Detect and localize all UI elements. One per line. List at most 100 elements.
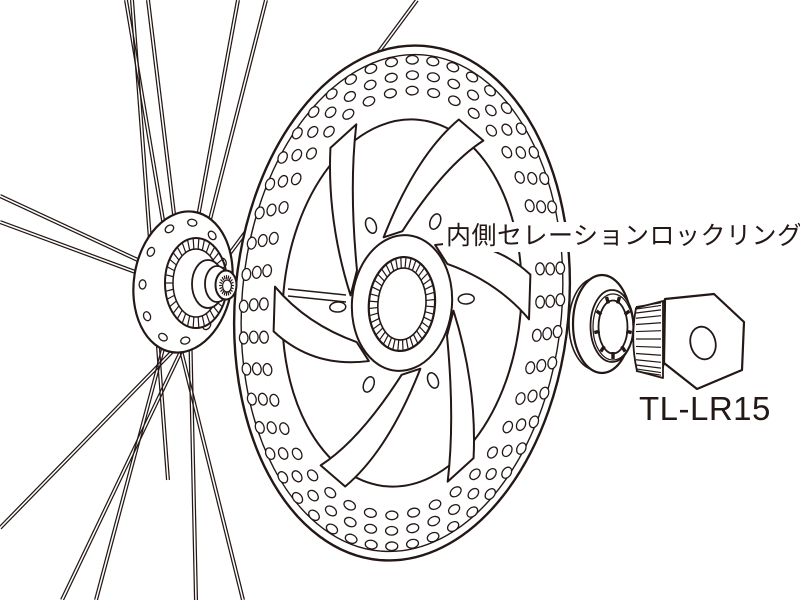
vent-hole (291, 447, 303, 461)
serration-tick (385, 264, 391, 275)
vent-hole (545, 262, 556, 276)
vent-hole (384, 72, 398, 83)
vent-hole (484, 84, 496, 97)
bore-spline-tooth (625, 329, 633, 335)
hex-edge (662, 298, 666, 304)
serration-tick (423, 316, 433, 322)
vent-hole (246, 392, 257, 406)
tool-model-label: TL-LR15 (636, 390, 774, 429)
spline-ridge (635, 368, 662, 374)
serration-tick (400, 257, 402, 269)
vent-hole (277, 471, 289, 484)
vent-hole (364, 523, 378, 534)
hub-serration-tick (166, 294, 175, 300)
vent-hole (515, 442, 527, 455)
hub-serration-tick (212, 252, 220, 261)
vent-hole (264, 177, 276, 191)
vent-hole (486, 446, 499, 459)
vent-hole (238, 299, 249, 313)
vent-hole (277, 447, 289, 460)
spider-hole (329, 301, 347, 313)
hub-serration-tick (186, 239, 191, 251)
spoke-line (0, 220, 158, 280)
cap-serration-tick (221, 290, 225, 295)
vent-hole (515, 392, 526, 406)
vent-hole (307, 125, 319, 139)
spoke-line (124, 0, 168, 251)
vent-hole (501, 466, 513, 479)
vent-hole (514, 170, 525, 184)
vent-hole (542, 327, 553, 341)
spoke-line (60, 319, 196, 600)
spoke-line (96, 315, 174, 600)
serration-tick (375, 327, 384, 336)
hub-serration-tick (209, 309, 216, 320)
vent-hole (362, 95, 376, 107)
vent-hole (405, 70, 420, 81)
lock-ring-label: 内側セレーションロックリング (443, 222, 800, 252)
spider-arm (272, 285, 370, 364)
vent-hole (427, 515, 441, 527)
serration-tick (372, 322, 382, 330)
vent-hole (527, 389, 538, 403)
cap-serration-tick (221, 276, 225, 281)
vent-hole (307, 105, 320, 118)
serration-tick (369, 293, 379, 297)
vent-hole (547, 200, 558, 214)
vent-hole (246, 236, 257, 250)
vent-hole (241, 362, 252, 376)
spoke-hole (164, 224, 175, 234)
vent-hole (290, 172, 302, 186)
serration-tick (397, 339, 400, 351)
hub-serration-tick (176, 246, 183, 257)
vent-hole (258, 297, 269, 311)
vent-hole (342, 108, 355, 120)
serration-tick (368, 300, 379, 303)
spline-ridge (635, 315, 662, 319)
spline-ridge (635, 330, 662, 333)
spider-hole (457, 293, 475, 305)
vent-hole (238, 331, 249, 345)
vent-hole (535, 262, 545, 276)
serration-tick (420, 272, 429, 281)
hub-serration-tick (181, 313, 187, 324)
serration-tick (401, 339, 404, 351)
vent-hole (262, 362, 273, 377)
vent-hole (467, 487, 480, 500)
hub-serration-tick (172, 252, 180, 261)
hub-serration-tick (201, 239, 206, 251)
hub-serration-tick (172, 305, 180, 314)
vent-hole (262, 264, 273, 278)
vent-hole (291, 148, 303, 162)
spline-ridge (635, 364, 662, 369)
spoke-hole (158, 332, 168, 342)
spoke-line (62, 320, 198, 600)
vent-hole (364, 539, 378, 550)
vent-hole (469, 468, 481, 481)
vent-hole (307, 489, 319, 502)
vent-hole (405, 54, 419, 65)
axle-hole (222, 279, 233, 293)
serration-tick (408, 258, 412, 270)
serration-tick (425, 291, 435, 296)
vent-hole (407, 507, 421, 518)
spoke-hole (207, 230, 217, 241)
hub-serration-tick (205, 242, 211, 253)
spider-hole (428, 213, 442, 230)
hub-serration-tick (205, 313, 211, 324)
vent-hole (405, 85, 419, 96)
rear-hub (132, 210, 238, 354)
hex-edge (662, 362, 665, 369)
vent-hole (364, 63, 378, 75)
spider-arm (446, 309, 475, 483)
hub-serration-tick (186, 315, 191, 327)
serration-tick (424, 311, 434, 315)
spoke-hole (180, 336, 191, 345)
vent-hole (500, 102, 513, 115)
vent-hole (515, 418, 527, 432)
spoke-line (201, 0, 266, 247)
vent-hole (406, 523, 420, 534)
hub-axle (287, 288, 347, 303)
vent-hole (344, 533, 358, 545)
vent-hole (385, 541, 399, 552)
